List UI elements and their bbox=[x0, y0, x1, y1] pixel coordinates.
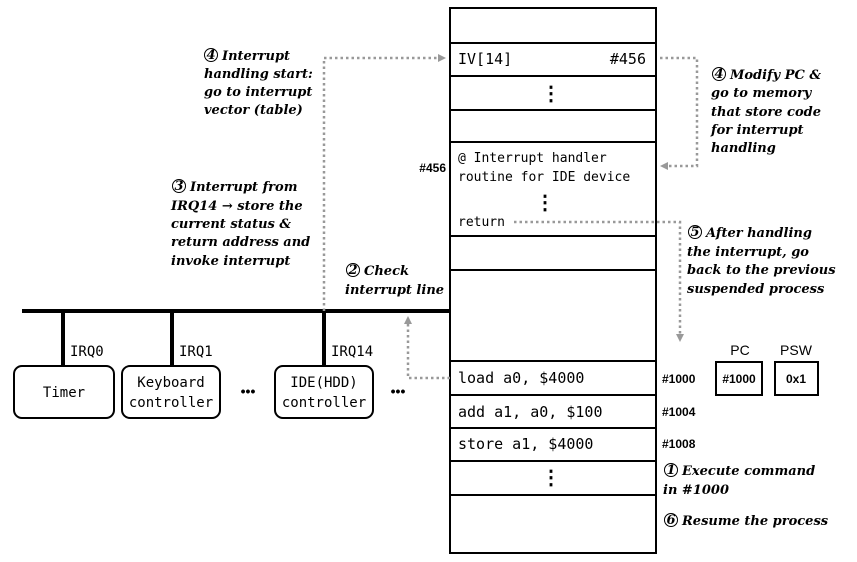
ellipsis-program: ⋮ bbox=[541, 465, 561, 489]
iv-value: #456 bbox=[610, 50, 646, 68]
keyboard-controller bbox=[121, 365, 221, 419]
annotation-line: suspended process bbox=[687, 282, 825, 297]
ide-label-line1: IDE(HDD) bbox=[290, 375, 357, 391]
step-number: 6 bbox=[666, 513, 675, 528]
annotation-line: Interrupt bbox=[221, 49, 290, 64]
arrow-check-interrupt bbox=[404, 316, 450, 380]
step-number-circle bbox=[346, 263, 360, 277]
pc-value: #1000 bbox=[722, 372, 756, 386]
ide-label-line2: controller bbox=[282, 395, 366, 411]
annotation-line: Interrupt from bbox=[189, 180, 297, 195]
psw-label: PSW bbox=[780, 342, 813, 358]
annotation-line: current status & bbox=[171, 217, 291, 232]
ellipsis-handler: ⋮ bbox=[535, 190, 555, 214]
handler-line2: routine for IDE device bbox=[458, 170, 630, 185]
step-number-circle bbox=[172, 179, 186, 193]
timer-device bbox=[13, 365, 115, 419]
irq14-label: IRQ14 bbox=[331, 344, 373, 360]
annotation-line: Execute command bbox=[681, 464, 815, 479]
annotation-line: Resume the process bbox=[681, 514, 829, 529]
annotation-step1-execute: 1 Execute command in #1000 bbox=[663, 463, 815, 498]
annotation-step2-check-interrupt-line: 2 Check interrupt line bbox=[345, 263, 444, 298]
instruction-text: load a0, $4000 bbox=[458, 369, 584, 387]
annotation-step3-interrupt-from-irq14: 3 Interrupt from IRQ14 → store the curre… bbox=[170, 179, 310, 269]
annotation-line: go to memory bbox=[711, 86, 813, 101]
instruction-text: store a1, $4000 bbox=[458, 435, 593, 453]
step-number: 4 bbox=[714, 67, 723, 82]
step-number-circle bbox=[664, 463, 678, 477]
annotation-line: back to the previous bbox=[687, 263, 836, 278]
annotation-line: for interrupt bbox=[710, 123, 804, 138]
annotation-line: vector (table) bbox=[204, 103, 303, 118]
keyboard-label-line2: controller bbox=[129, 395, 213, 411]
annotation-line: interrupt line bbox=[345, 283, 444, 298]
arrow-to-handler bbox=[660, 56, 699, 170]
step-number-circle bbox=[204, 48, 218, 62]
annotation-line: return address and bbox=[171, 235, 310, 250]
instruction-address: #1000 bbox=[662, 372, 696, 386]
ellipsis-vector: ⋮ bbox=[541, 81, 561, 105]
psw-register bbox=[774, 361, 819, 396]
instruction-address: #1008 bbox=[662, 437, 696, 451]
arrow-to-interrupt-vector bbox=[322, 54, 446, 311]
annotation-step4-interrupt-start: 4 Interrupt handling start: go to interr… bbox=[204, 48, 313, 118]
memory-column bbox=[449, 7, 657, 554]
annotation-step6-resume: 6 Resume the process bbox=[664, 513, 829, 529]
step-number-circle bbox=[688, 225, 702, 239]
step-number: 5 bbox=[690, 225, 699, 240]
step-number: 1 bbox=[666, 463, 675, 478]
annotation-line: that store code bbox=[711, 105, 821, 120]
device-ellipsis: ••• bbox=[391, 383, 406, 399]
annotation-line: handling start: bbox=[204, 67, 313, 82]
arrow-return bbox=[514, 220, 684, 342]
handler-return: return bbox=[458, 215, 505, 230]
step-number: 3 bbox=[174, 179, 183, 194]
irq1-label: IRQ1 bbox=[179, 344, 213, 360]
keyboard-label-line1: Keyboard bbox=[137, 375, 204, 391]
pc-label: PC bbox=[730, 342, 749, 358]
annotation-step4-modify-pc: 4 Modify PC & go to memory that store co… bbox=[710, 67, 821, 156]
annotation-line: invoke interrupt bbox=[171, 254, 290, 269]
annotation-line: IRQ14 → store the bbox=[170, 199, 303, 214]
annotation-line: the interrupt, go bbox=[687, 245, 809, 260]
pc-register bbox=[715, 361, 763, 396]
instruction-text: add a1, a0, $100 bbox=[458, 403, 603, 421]
step-number: 2 bbox=[347, 263, 357, 278]
iv-label: IV[14] bbox=[458, 50, 512, 68]
annotation-line: Check bbox=[364, 264, 409, 279]
handler-line1: @ Interrupt handler bbox=[458, 151, 607, 166]
step-number-circle bbox=[712, 67, 726, 81]
instruction-address: #1004 bbox=[662, 405, 696, 419]
ide-controller bbox=[274, 365, 374, 419]
step-number: 4 bbox=[206, 48, 215, 63]
step-number-circle bbox=[664, 513, 678, 527]
timer-label: Timer bbox=[43, 385, 85, 401]
annotation-step5-go-back: 5 After handling the interrupt, go back … bbox=[687, 225, 836, 297]
memory-outline bbox=[449, 7, 657, 554]
handler-address: #456 bbox=[419, 161, 446, 175]
irq0-label: IRQ0 bbox=[70, 344, 104, 360]
annotation-line: go to interrupt bbox=[204, 85, 312, 100]
psw-value: 0x1 bbox=[786, 372, 806, 386]
annotation-line: Modify PC & bbox=[729, 68, 821, 83]
annotation-line: handling bbox=[711, 141, 776, 156]
annotation-line: in #1000 bbox=[663, 483, 729, 498]
device-ellipsis: ••• bbox=[241, 383, 256, 399]
annotation-line: After handling bbox=[704, 226, 812, 241]
